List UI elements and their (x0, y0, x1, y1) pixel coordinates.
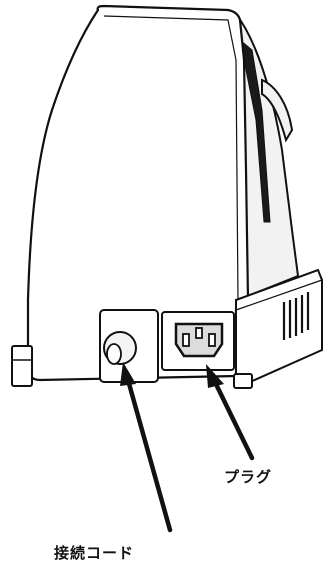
cord-stub (107, 344, 121, 364)
right-foot (234, 374, 252, 388)
left-foot (12, 346, 32, 386)
plug-label: プラグ (224, 466, 272, 487)
arrow-to-cord (120, 362, 170, 530)
connection-cord-label: 接続コード (54, 542, 134, 563)
